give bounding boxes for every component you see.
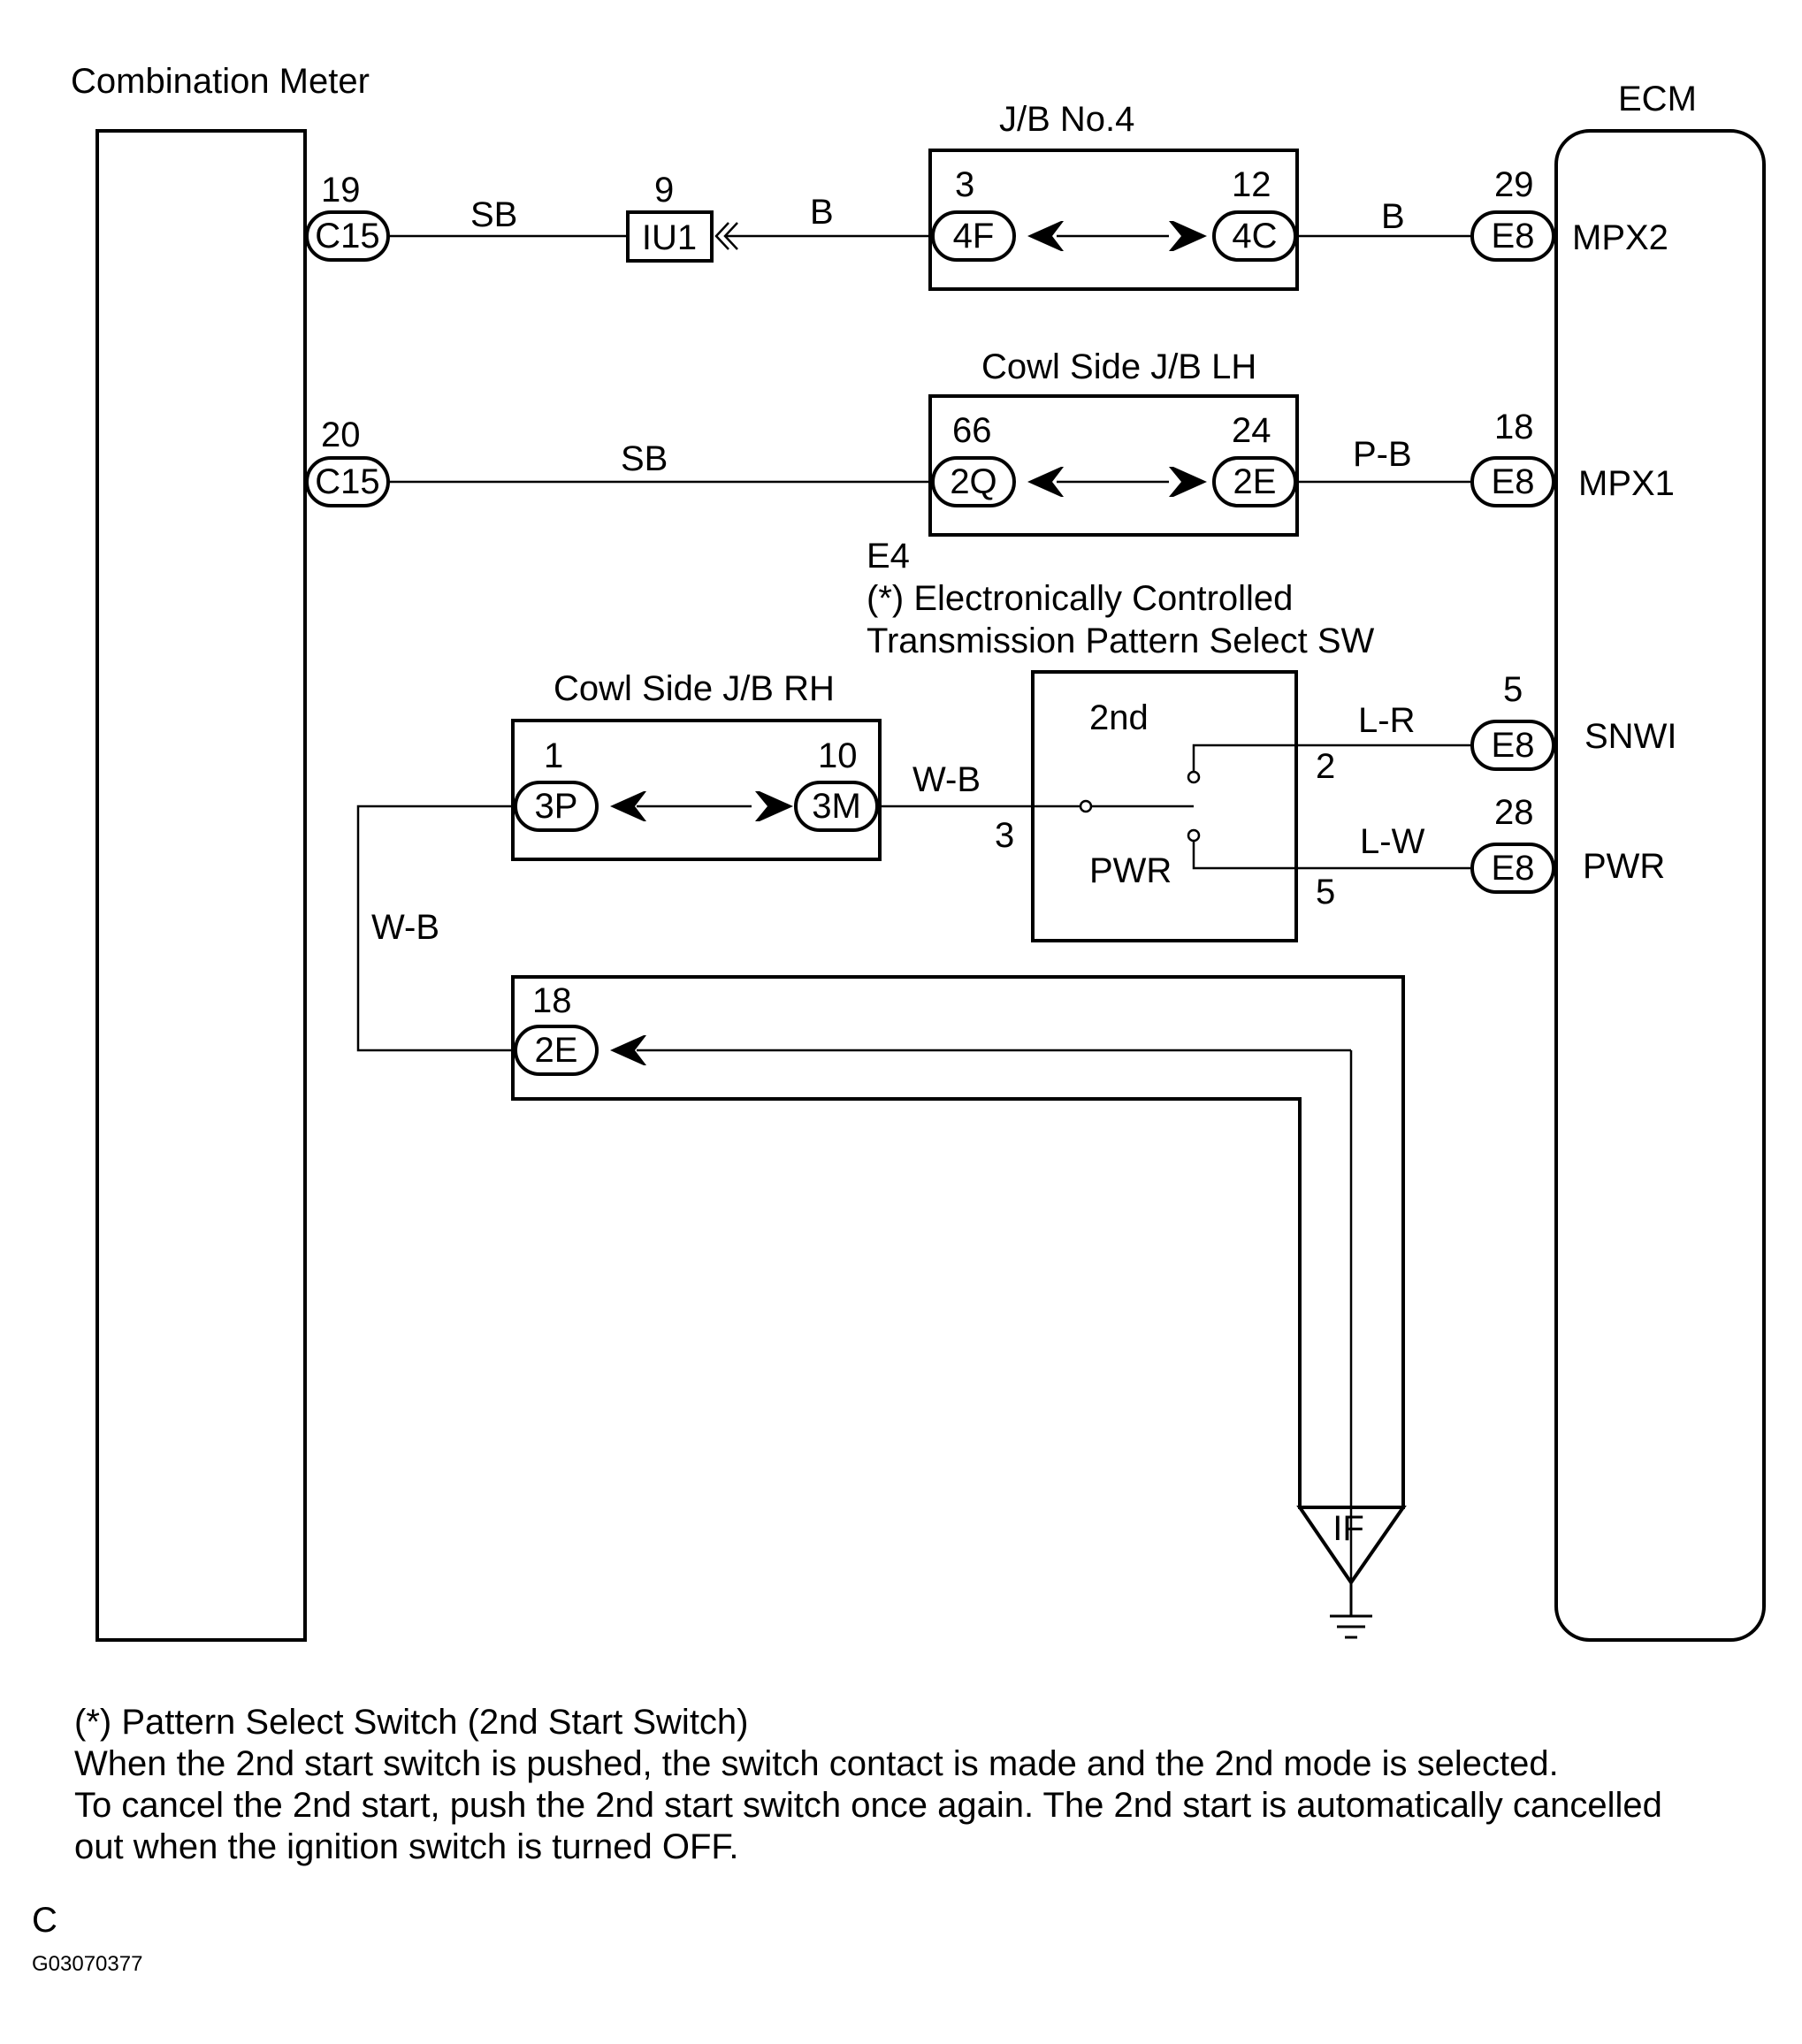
connector-2q [931, 456, 1016, 507]
pin-number: 29 [1494, 165, 1534, 204]
pin-number: 1 [544, 736, 563, 775]
switch-name-line-2: Transmission Pattern Select SW [867, 622, 1375, 660]
cowl-lh-title: Cowl Side J/B LH [981, 347, 1256, 386]
arrow-right-icon [1169, 467, 1207, 497]
connector-3p [514, 781, 599, 832]
connector-e8-mpx1 [1470, 456, 1555, 507]
pin-number: 9 [654, 171, 674, 210]
footnote-line: To cancel the 2nd start, push the 2nd st… [74, 1786, 1662, 1825]
connector-code: E8 [1492, 217, 1535, 256]
connector-c15-a [305, 210, 390, 262]
switch-pwr-label: PWR [1089, 851, 1172, 890]
arrow-left-icon [610, 791, 646, 821]
ground-icon [1330, 1583, 1372, 1639]
footnote-line: (*) Pattern Select Switch (2nd Start Swi… [74, 1703, 749, 1742]
pin-number: 66 [952, 411, 992, 450]
connector-code: C15 [315, 462, 379, 501]
connector-c15-b [305, 456, 390, 507]
ecm-terminal-label: MPX2 [1572, 218, 1668, 257]
ground-code: IF [1332, 1509, 1364, 1548]
pin-number: 12 [1232, 165, 1271, 204]
switch-code: E4 [867, 537, 910, 576]
ground-jb-outline [511, 975, 1405, 1509]
connector-code: 2E [535, 1031, 578, 1070]
ecm-terminal-label: PWR [1583, 847, 1665, 886]
switch-pwr-contact [1187, 828, 1201, 843]
switch-common-contact [1079, 799, 1093, 813]
switch-2nd-contact [1187, 770, 1201, 784]
connector-code: 2Q [950, 462, 996, 501]
ecm-terminal-label: MPX1 [1578, 464, 1675, 503]
ecm-terminal-label: SNWI [1584, 717, 1676, 756]
wire-color-label: SB [621, 439, 668, 478]
pin-number: 24 [1232, 411, 1271, 450]
jb4-title: J/B No.4 [999, 100, 1134, 139]
connector-4c [1212, 210, 1297, 262]
figure-id: G03070377 [32, 1952, 143, 1976]
connector-code: IU1 [642, 218, 697, 257]
footer-letter: C [32, 1901, 57, 1940]
pin-number: 18 [532, 981, 572, 1020]
pin-number: 18 [1494, 408, 1534, 446]
jb4-box [928, 149, 1299, 291]
switch-name-line-1: (*) Electronically Controlled [867, 579, 1293, 618]
combination-meter-title: Combination Meter [71, 62, 370, 101]
pin-number: 5 [1316, 873, 1335, 911]
switch-2nd-label: 2nd [1089, 698, 1149, 737]
wire-switch-snwi [1192, 744, 1472, 774]
wire-color-label: W-B [371, 908, 439, 947]
connector-e8-mpx2 [1470, 210, 1555, 262]
combination-meter-box [95, 129, 307, 1642]
connector-code: E8 [1492, 726, 1535, 765]
wire-color-label: L-W [1360, 822, 1425, 861]
arrow-right-icon [1169, 221, 1207, 251]
footnote-block: (*) Pattern Select Switch (2nd Start Swi… [74, 1702, 1772, 1868]
connector-2e-lh [1212, 456, 1297, 507]
connector-code: 2E [1233, 462, 1277, 501]
wire-color-label: B [810, 193, 834, 232]
iu1-box [626, 210, 714, 263]
cowl-rh-title: Cowl Side J/B RH [554, 669, 835, 708]
cowl-rh-box [511, 719, 882, 861]
connector-4f [931, 210, 1016, 262]
cowl-lh-box [928, 394, 1299, 537]
arrow-left-icon [1027, 467, 1064, 497]
wire-color-label: L-R [1358, 701, 1415, 740]
connector-2e-ground [514, 1025, 599, 1076]
connector-code: E8 [1492, 462, 1535, 501]
pin-number: 19 [321, 171, 361, 210]
ecm-box [1554, 129, 1766, 1642]
pin-number: 28 [1494, 793, 1534, 832]
pin-number: 5 [1503, 670, 1523, 709]
footnote-line: out when the ignition switch is turned O… [74, 1827, 739, 1866]
footnote-line: When the 2nd start switch is pushed, the… [74, 1744, 1559, 1783]
connector-code: E8 [1492, 849, 1535, 888]
connector-e8-snwi [1470, 720, 1555, 771]
connector-code: 4F [953, 217, 995, 256]
pin-number: 3 [995, 816, 1014, 855]
connector-3m [794, 781, 879, 832]
wire-color-label: B [1381, 197, 1405, 236]
wire-3p-ground [356, 805, 513, 1052]
ecm-title: ECM [1618, 80, 1697, 118]
wire-color-label: SB [470, 195, 517, 234]
arrow-left-icon [1027, 221, 1064, 251]
connector-e8-pwr [1470, 843, 1555, 894]
pin-number: 20 [321, 416, 361, 454]
connector-code: 3M [812, 787, 861, 826]
connector-code: C15 [315, 217, 379, 256]
wire-switch-pwr [1192, 838, 1472, 870]
arrow-right-icon [755, 791, 793, 821]
pin-number: 3 [955, 165, 974, 204]
iu1-chevron-icon [714, 222, 738, 250]
wire-color-label: P-B [1353, 435, 1412, 474]
arrow-left-icon [610, 1035, 646, 1065]
wire-color-label: W-B [912, 760, 981, 799]
connector-code: 4C [1232, 217, 1277, 256]
pin-number: 2 [1316, 747, 1335, 786]
pin-number: 10 [818, 736, 858, 775]
connector-code: 3P [535, 787, 578, 826]
